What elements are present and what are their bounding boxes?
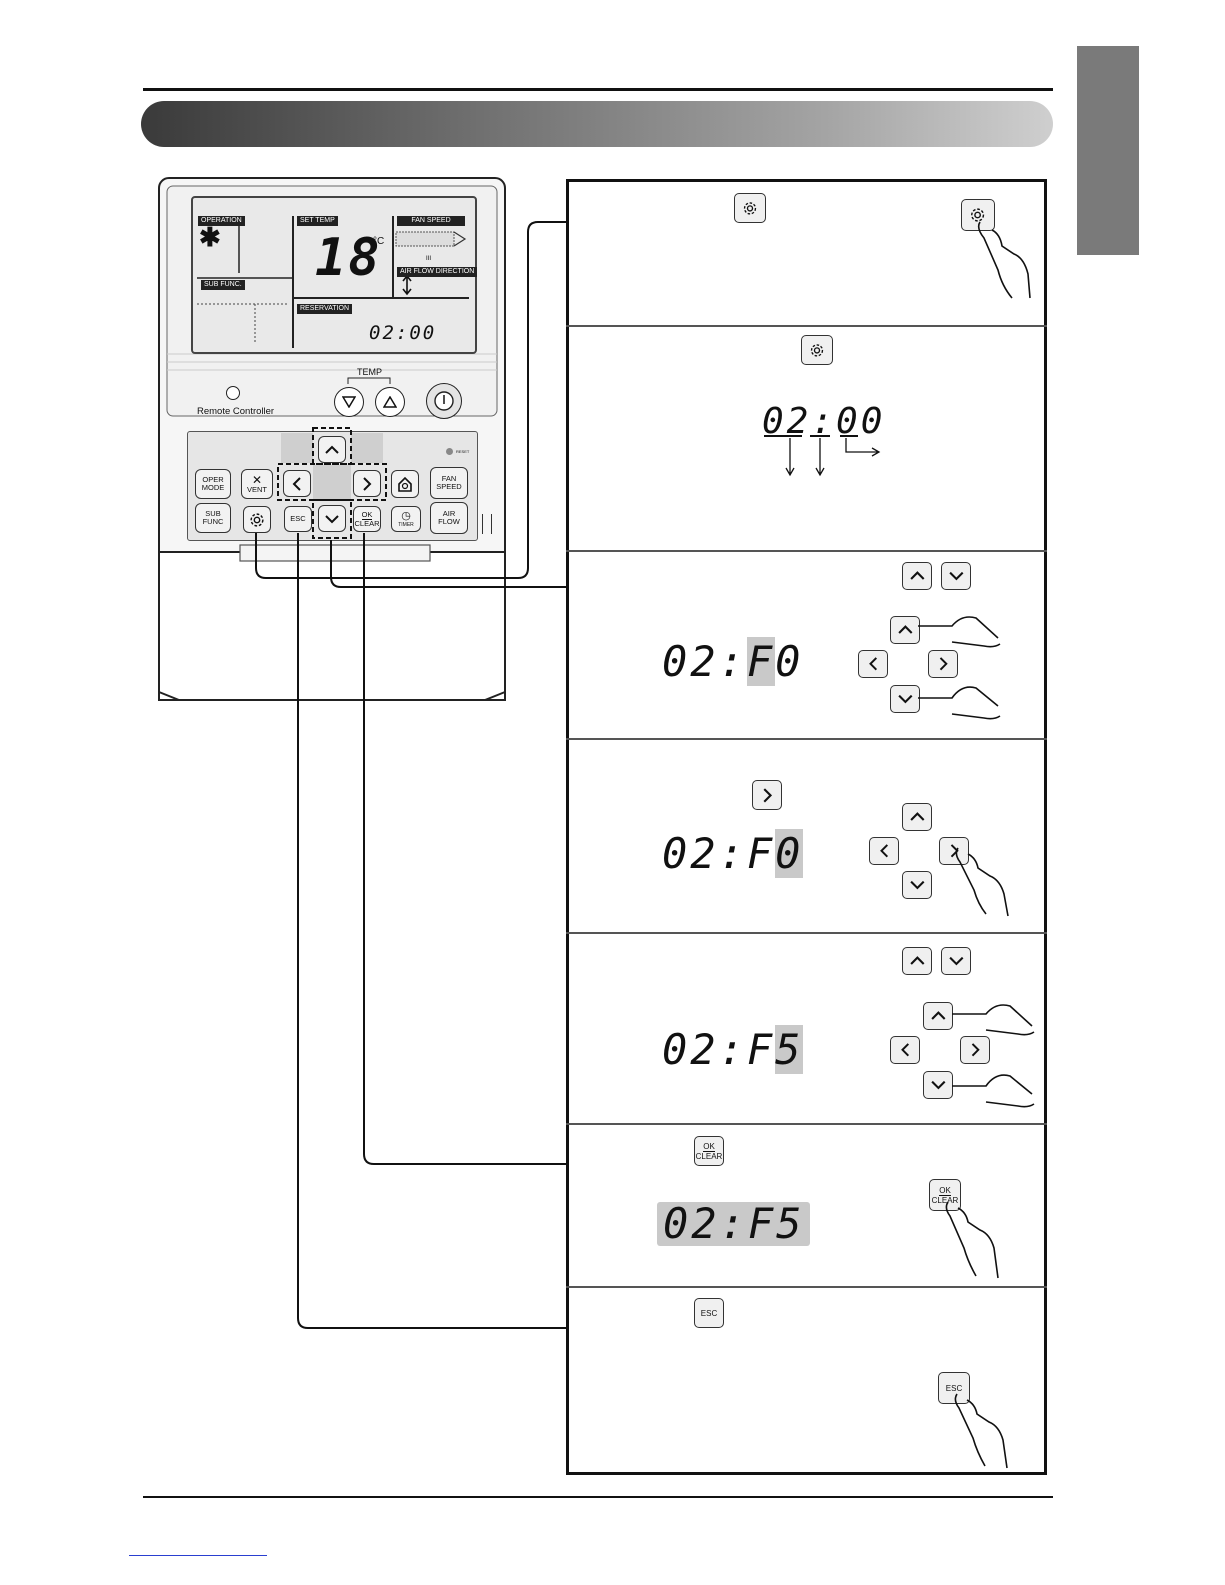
- pad-down-key[interactable]: [902, 871, 932, 899]
- pointing-hand-icon: [912, 600, 1004, 724]
- gear-icon: [808, 342, 826, 359]
- step2-settings-key[interactable]: [801, 335, 833, 365]
- pointing-hand-icon: [946, 988, 1038, 1112]
- code-prefix: 02:: [662, 637, 747, 686]
- code-prefix: 02:F: [662, 829, 775, 878]
- pad-left-key[interactable]: [890, 1036, 920, 1064]
- step5-up-key[interactable]: [902, 947, 932, 975]
- step-divider: [566, 1286, 1047, 1288]
- step6-code-display: 02:F5: [657, 1202, 810, 1246]
- chevron-down-icon: [948, 568, 965, 584]
- chevron-right-icon: [759, 787, 776, 804]
- chevron-up-icon: [909, 568, 926, 584]
- step-divider: [566, 325, 1047, 327]
- chevron-down-icon: [948, 953, 965, 969]
- chevron-left-icon: [876, 843, 893, 859]
- chevron-left-icon: [865, 656, 882, 672]
- chevron-down-icon: [909, 877, 926, 893]
- pad-left-key[interactable]: [869, 837, 899, 865]
- clear-label: CLEAR: [696, 1152, 723, 1161]
- step7-esc-key[interactable]: ESC: [694, 1298, 724, 1328]
- esc-label: ESC: [701, 1309, 717, 1318]
- pointing-hand-icon: [942, 1196, 1008, 1282]
- step4-right-key[interactable]: [752, 780, 782, 810]
- chevron-up-icon: [897, 622, 914, 638]
- step5-down-key[interactable]: [941, 947, 971, 975]
- pointing-hand-icon: [972, 214, 1038, 304]
- code-prefix: 02:F: [662, 1025, 775, 1074]
- step3-code-display: 02:F0: [662, 640, 803, 684]
- code-suffix: 0: [775, 637, 803, 686]
- code-digit-pointers: [760, 432, 890, 480]
- step-divider: [566, 932, 1047, 934]
- code-highlighted-digit: F: [747, 637, 775, 686]
- step6-ok-clear-key[interactable]: OK CLEAR: [694, 1136, 724, 1166]
- step1-settings-key[interactable]: [734, 193, 766, 223]
- chevron-up-icon: [930, 1008, 947, 1024]
- pointing-hand-icon: [952, 842, 1018, 920]
- code-highlighted-digit: 5: [775, 1025, 803, 1074]
- pointing-hand-icon: [951, 1388, 1017, 1472]
- pad-up-key[interactable]: [902, 803, 932, 831]
- chevron-down-icon: [930, 1077, 947, 1093]
- step-divider: [566, 1123, 1047, 1125]
- chevron-up-icon: [909, 809, 926, 825]
- step-divider: [566, 738, 1047, 740]
- step3-up-key[interactable]: [902, 562, 932, 590]
- chevron-left-icon: [897, 1042, 914, 1058]
- step5-code-display: 02:F5: [662, 1028, 803, 1072]
- step-divider: [566, 550, 1047, 552]
- gear-icon: [741, 200, 759, 217]
- step4-code-display: 02:F0: [662, 832, 803, 876]
- chevron-down-icon: [897, 691, 914, 707]
- code-highlighted-digit: 0: [775, 829, 803, 878]
- ok-label: OK: [939, 1186, 951, 1196]
- ok-label: OK: [703, 1142, 715, 1152]
- chevron-up-icon: [909, 953, 926, 969]
- pad-left-key[interactable]: [858, 650, 888, 678]
- step3-down-key[interactable]: [941, 562, 971, 590]
